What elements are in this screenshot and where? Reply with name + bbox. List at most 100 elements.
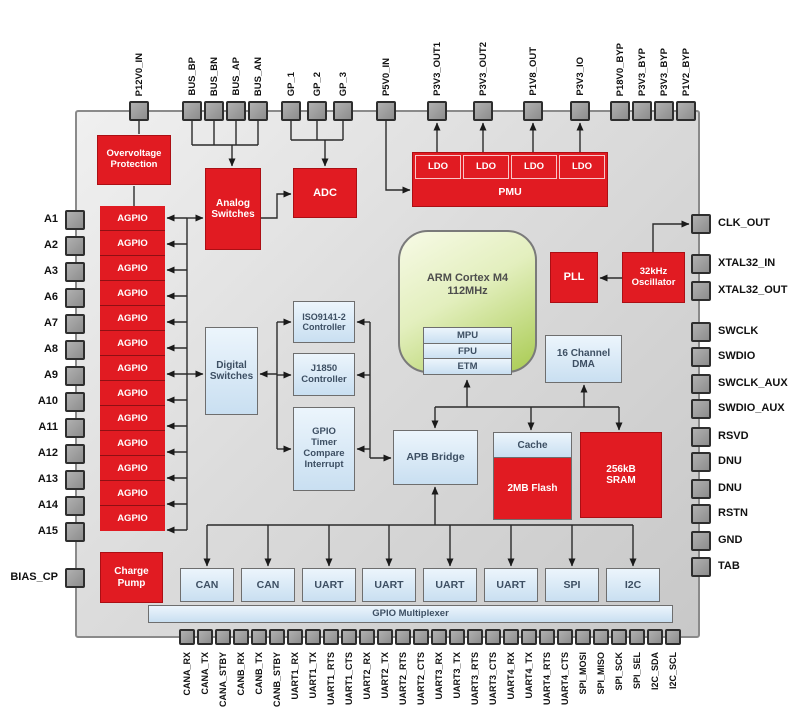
pin-label-BUS_AN: BUS_AN — [253, 56, 264, 96]
pin-left-A10 — [65, 392, 85, 412]
pin-label-I2C_SDA: I2C_SDA — [650, 652, 660, 691]
pin-right-SWDIO — [691, 347, 711, 367]
block-gpio-timer-compare-interrupt: GPIO Timer Compare Interrupt — [293, 407, 355, 491]
pin-bottom-UART1_RX — [287, 629, 303, 645]
pin-label-SPI_MOSI: SPI_MOSI — [578, 652, 588, 695]
pin-bottom-UART4_CTS — [557, 629, 573, 645]
pin-top-BUS_AP — [226, 101, 246, 121]
pin-label-UART2_RTS: UART2_RTS — [398, 652, 408, 706]
pin-right-SWCLK_AUX — [691, 374, 711, 394]
pin-label-SPI_MISO: SPI_MISO — [596, 652, 606, 695]
block-agpio: AGPIO — [100, 231, 165, 256]
pin-left-A8 — [65, 340, 85, 360]
pin-right-XTAL32_IN — [691, 254, 711, 274]
pin-top-P3V3_OUT1 — [427, 101, 447, 121]
pin-label-A15: A15 — [37, 525, 58, 537]
block-overvoltage-protection: Overvoltage Protection — [97, 135, 171, 185]
pin-label-A8: A8 — [43, 343, 58, 355]
block-agpio: AGPIO — [100, 431, 165, 456]
pin-left-A3 — [65, 262, 85, 282]
pin-label-CANB_TX: CANB_TX — [254, 652, 264, 695]
pin-bottom-CANA_RX — [179, 629, 195, 645]
pin-bottom-UART2_RX — [359, 629, 375, 645]
pin-label-P3V3_OUT1: P3V3_OUT1 — [432, 42, 443, 96]
pin-label-UART1_RTS: UART1_RTS — [326, 652, 336, 706]
block-agpio: AGPIO — [100, 456, 165, 481]
pin-bottom-CANB_RX — [233, 629, 249, 645]
block-peripheral-can-0: CAN — [180, 568, 234, 602]
pin-label-P1V2_BYP: P1V2_BYP — [681, 47, 692, 96]
block-sram: 256kB SRAM — [580, 432, 662, 518]
pin-bottom-UART3_TX — [449, 629, 465, 645]
block-fpu: FPU — [423, 342, 512, 360]
pin-label-SPI_SEL: SPI_SEL — [632, 652, 642, 690]
pin-label-BUS_BP: BUS_BP — [187, 57, 198, 96]
pin-right-DNU — [691, 479, 711, 499]
block-cache: Cache — [494, 433, 571, 458]
pin-left-A6 — [65, 288, 85, 308]
pin-bottom-I2C_SDA — [647, 629, 663, 645]
block-digital-switches: Digital Switches — [205, 327, 258, 415]
pin-label-XTAL32_OUT: XTAL32_OUT — [718, 284, 788, 296]
block-peripheral-uart-2: UART — [302, 568, 356, 602]
block-iso9141-controller: ISO9141-2 Controller — [293, 301, 355, 343]
pin-label-A10: A10 — [37, 395, 58, 407]
block-agpio: AGPIO — [100, 506, 165, 531]
pin-label-UART4_TX: UART4_TX — [524, 652, 534, 699]
pin-bottom-UART4_TX — [521, 629, 537, 645]
pin-bottom-CANA_STBY — [215, 629, 231, 645]
pin-left-A7 — [65, 314, 85, 334]
pin-right-TAB — [691, 557, 711, 577]
block-j1850-controller: J1850 Controller — [293, 353, 355, 396]
block-charge-pump: Charge Pump — [100, 552, 163, 603]
pin-bottom-CANB_TX — [251, 629, 267, 645]
pin-label-RSTN: RSTN — [718, 507, 748, 519]
pin-label-A13: A13 — [37, 473, 58, 485]
block-agpio: AGPIO — [100, 381, 165, 406]
pin-label-UART1_TX: UART1_TX — [308, 652, 318, 699]
block-agpio: AGPIO — [100, 481, 165, 506]
pin-label-GP_1: GP_1 — [286, 71, 297, 96]
pin-label-UART4_RTS: UART4_RTS — [542, 652, 552, 706]
pin-bottom-UART3_RX — [431, 629, 447, 645]
pin-bottom-CANA_TX — [197, 629, 213, 645]
pin-label-A1: A1 — [43, 213, 58, 225]
pin-right-DNU — [691, 452, 711, 472]
pin-top-P3V3_BYP — [654, 101, 674, 121]
pin-label-BUS_BN: BUS_BN — [209, 56, 220, 96]
block-agpio: AGPIO — [100, 206, 165, 231]
pin-bottom-CANB_STBY — [269, 629, 285, 645]
pin-label-RSVD: RSVD — [718, 430, 749, 442]
pin-label-A3: A3 — [43, 265, 58, 277]
pin-label-UART2_TX: UART2_TX — [380, 652, 390, 699]
pin-label-CANB_STBY: CANB_STBY — [272, 652, 282, 708]
pin-label-P3V3_IO: P3V3_IO — [575, 57, 586, 96]
pin-right-CLK_OUT — [691, 214, 711, 234]
pin-label-A6: A6 — [43, 291, 58, 303]
pin-label-P12V0_IN: P12V0_IN — [134, 52, 145, 96]
pin-label-CANA_STBY: CANA_STBY — [218, 652, 228, 708]
pin-left-A13 — [65, 470, 85, 490]
pin-label-UART3_TX: UART3_TX — [452, 652, 462, 699]
block-ldo: LDO — [559, 155, 605, 179]
pin-bottom-SPI_MISO — [593, 629, 609, 645]
pin-label-GP_3: GP_3 — [338, 71, 349, 96]
block-pll: PLL — [550, 252, 598, 303]
block-apb-bridge: APB Bridge — [393, 430, 478, 485]
pin-label-P3V3_BYP: P3V3_BYP — [637, 47, 648, 96]
block-agpio: AGPIO — [100, 306, 165, 331]
block-agpio: AGPIO — [100, 356, 165, 381]
pin-label-UART3_RX: UART3_RX — [434, 652, 444, 700]
pin-top-GP_3 — [333, 101, 353, 121]
pin-label-CLK_OUT: CLK_OUT — [718, 217, 770, 229]
block-ldo: LDO — [511, 155, 557, 179]
pin-bottom-UART4_RTS — [539, 629, 555, 645]
pin-label-XTAL32_IN: XTAL32_IN — [718, 257, 776, 269]
pin-left-A14 — [65, 496, 85, 516]
pin-top-GP_1 — [281, 101, 301, 121]
pin-bottom-UART2_TX — [377, 629, 393, 645]
block-agpio: AGPIO — [100, 406, 165, 431]
